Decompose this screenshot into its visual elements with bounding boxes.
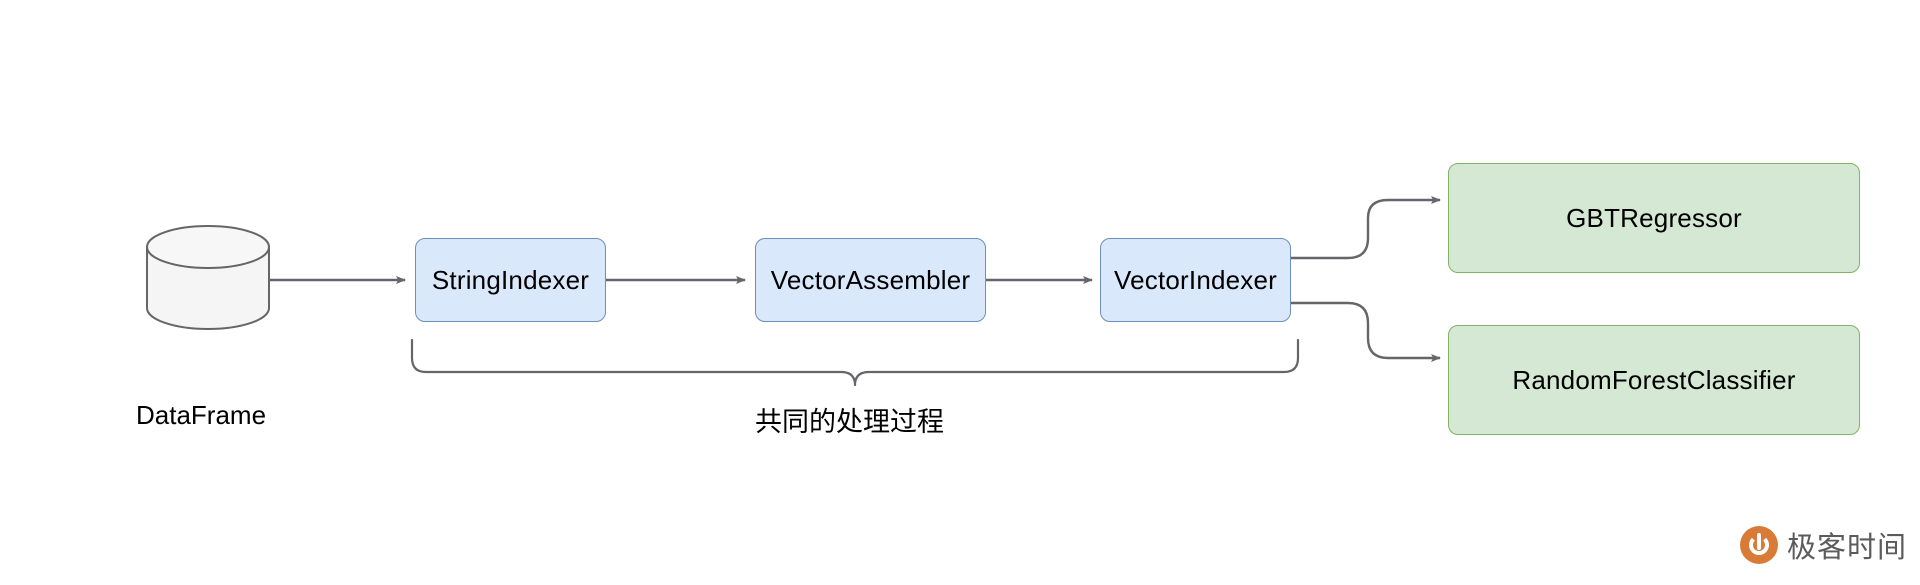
dataframe-cylinder-icon <box>146 225 270 330</box>
estimator-label: RandomForestClassifier <box>1512 364 1796 395</box>
stage-node-stringindexer[interactable]: StringIndexer <box>415 238 606 322</box>
stage-label: VectorIndexer <box>1113 264 1278 295</box>
estimator-label: GBTRegressor <box>1566 202 1742 233</box>
estimator-node-randomforestclassifier[interactable]: RandomForestClassifier <box>1448 325 1860 435</box>
shared-stages-label: 共同的处理过程 <box>755 407 944 437</box>
edge-vectorindexer-to-gbtregressor <box>1291 196 1441 260</box>
dataframe-label: DataFrame <box>136 400 267 430</box>
stage-node-vectorindexer[interactable]: VectorIndexer <box>1100 238 1291 322</box>
edge-vectorindexer-to-randomforestclassifier <box>1291 301 1441 362</box>
estimator-node-gbtregressor[interactable]: GBTRegressor <box>1448 163 1860 273</box>
shared-stages-brace <box>410 338 1300 387</box>
stage-node-vectorassembler[interactable]: VectorAssembler <box>755 238 986 322</box>
stage-label: StringIndexer <box>431 264 590 295</box>
stage-label: VectorAssembler <box>770 264 971 295</box>
geektime-logo-icon <box>1740 526 1778 564</box>
watermark: 极客时间 <box>1740 524 1907 566</box>
watermark-text: 极客时间 <box>1787 530 1908 564</box>
